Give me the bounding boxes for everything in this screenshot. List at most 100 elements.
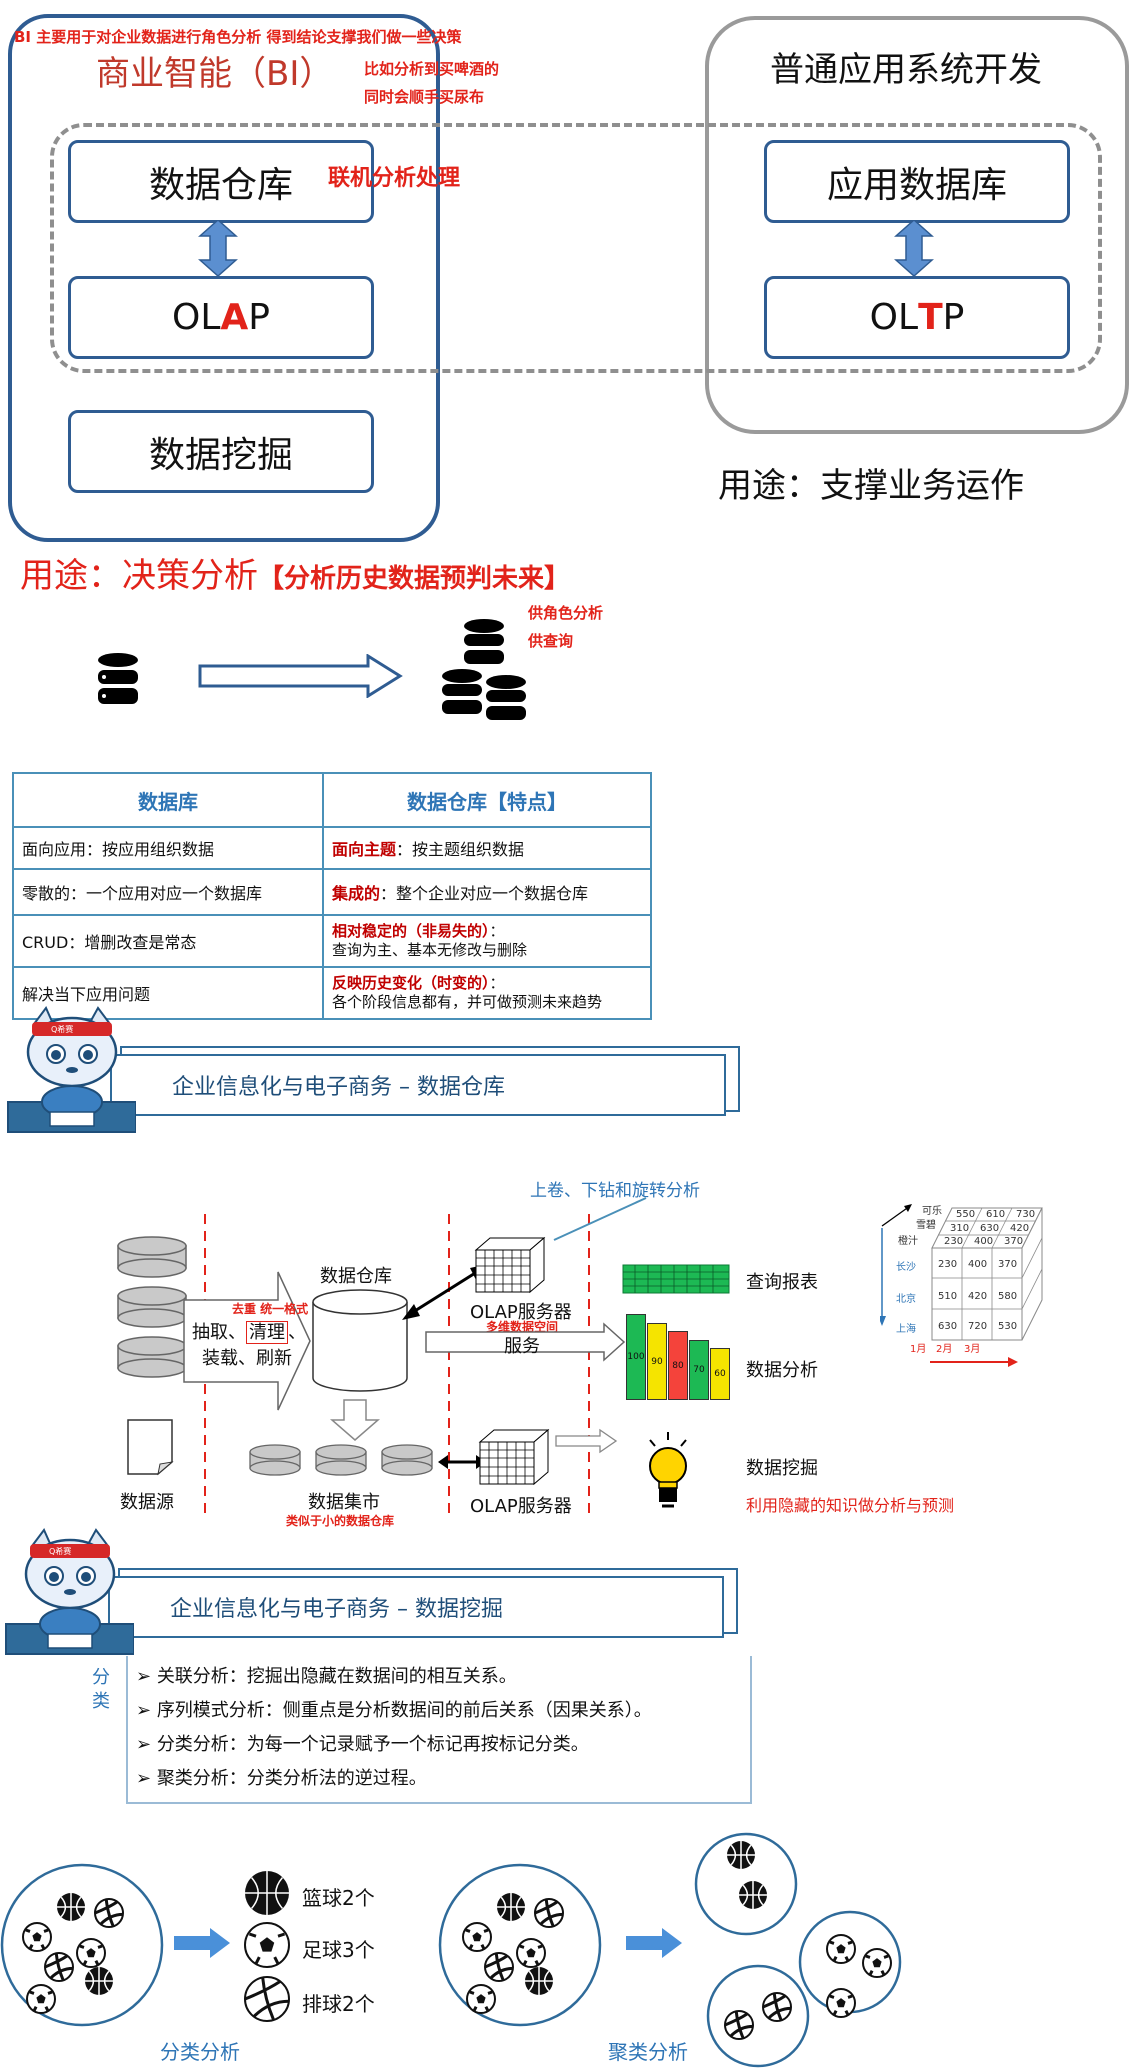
olap-text-a: A [220, 297, 249, 338]
bi-usage-text: 用途：决策分析 [20, 556, 258, 596]
olap-text-post: P [248, 297, 270, 338]
cube-cell-value: 230 [944, 1236, 964, 1247]
olap-cube-icon [474, 1236, 546, 1294]
cube-cell-value: 630 [938, 1321, 958, 1332]
data-analysis-label: 数据分析 [746, 1360, 818, 1381]
cube-month-label: 1月 [910, 1344, 927, 1355]
feature-detail: 查询为主、基本无修改与删除 [332, 941, 528, 959]
olap-server-1-label: OLAP服务器 [470, 1302, 572, 1323]
comparison-table: 数据库 数据仓库【特点】 面向应用：按应用组织数据 面向主题：按主题组织数据 零… [12, 772, 652, 1020]
db-note-1: 供角色分析 [528, 604, 604, 622]
feature-desc: ： [489, 974, 505, 992]
banner-title: 企业信息化与电子商务 – 数据挖掘 [170, 1597, 503, 1622]
feature-key: 集成的 [332, 884, 381, 903]
feature-desc: ： [489, 922, 505, 940]
olap-space-note: 多维数据空间 [486, 1320, 559, 1334]
document-icon [127, 1419, 174, 1476]
table-cell-right: 相对稳定的（非易失的）：查询为主、基本无修改与删除 [322, 914, 652, 968]
transform-arrow-icon [198, 654, 403, 698]
etl-step-1: 抽取、清理、 [192, 1318, 306, 1344]
cat-tag: Q希赛 [51, 1025, 74, 1034]
cluster-circle [694, 1832, 798, 1936]
cube-cell-value: 550 [956, 1209, 976, 1220]
cluster-circle [798, 1910, 902, 2014]
chart-bar: 60 [710, 1348, 730, 1400]
cube-cell-value: 400 [968, 1259, 988, 1270]
cube-product-label: 雪碧 [916, 1220, 936, 1231]
olap-cube-icon [478, 1428, 550, 1486]
dashed-frame [50, 123, 1102, 373]
cube-cell-value: 720 [968, 1321, 988, 1332]
list-item: ➢ 聚类分析：分类分析法的逆过程。 [136, 1768, 427, 1789]
data-warehouse-box: 数据仓库 [68, 140, 374, 223]
table-cell-left: 面向应用：按应用组织数据 [12, 826, 324, 870]
mining-list-box: ➢ 关联分析：挖掘出隐藏在数据间的相互关系。 ➢ 序列模式分析：侧重点是分析数据… [126, 1656, 752, 1804]
mining-note: 利用隐藏的知识做分析与预测 [746, 1496, 955, 1515]
cat-mascot-icon [7, 1006, 136, 1133]
down-arrow [330, 1399, 380, 1441]
data-cube-diagram [880, 1204, 1043, 1341]
bi-usage: 用途：决策分析【分析历史数据预判未来】 [20, 548, 570, 597]
cube-cell-value: 510 [938, 1291, 958, 1302]
bi-outer-frame [8, 14, 440, 542]
chart-bar: 90 [647, 1323, 667, 1400]
cube-cell-value: 370 [1004, 1236, 1024, 1247]
right-arrow-icon [626, 1928, 682, 1958]
cat-tag: Q希赛 [49, 1547, 72, 1556]
table-cell-left: CRUD：增删改查是常态 [12, 914, 324, 968]
database-cluster-icon [442, 619, 526, 720]
month-arrow [930, 1357, 1018, 1367]
cube-cell-value: 630 [980, 1223, 1000, 1234]
cluster-circle [706, 1964, 810, 2068]
banner-data-warehouse: 企业信息化与电子商务 – 数据仓库 [110, 1054, 726, 1116]
table-cell-left: 零散的：一个应用对应一个数据库 [12, 868, 324, 916]
cube-cell-value: 530 [998, 1321, 1018, 1332]
datasource-label: 数据源 [120, 1492, 174, 1513]
cube-product-label: 橙汁 [898, 1236, 918, 1247]
list-item: ➢ 序列模式分析：侧重点是分析数据间的前后关系（因果关系）。 [136, 1700, 652, 1721]
data-marts-icon [249, 1444, 433, 1476]
app-title: 普通应用系统开发 [770, 50, 1042, 90]
beer-note-2: 同时会顺手买尿布 [364, 88, 485, 106]
ball-group-circle [0, 1863, 164, 2027]
feature-key: 相对稳定的（非易失的） [332, 922, 490, 940]
chart-bar: 80 [668, 1331, 688, 1400]
etl-clean: 清理 [246, 1321, 288, 1344]
volleyball-count: 排球2个 [302, 1992, 375, 2016]
volleyball-icon [244, 1976, 290, 2022]
etl-extract: 抽取、 [192, 1322, 246, 1343]
service-label: 服务 [504, 1336, 540, 1357]
dw-olap-arrow [402, 1264, 488, 1320]
list-item: ➢ 关联分析：挖掘出隐藏在数据间的相互关系。 [136, 1666, 517, 1687]
feature-detail: 各个阶段信息都有，并可做预测未来趋势 [332, 993, 603, 1011]
etl-arrow [183, 1271, 311, 1411]
oltp-text-t: T [918, 297, 943, 338]
banner-data-mining: 企业信息化与电子商务 – 数据挖掘 [108, 1576, 724, 1638]
cube-cell-value: 230 [938, 1259, 958, 1270]
cube-month-label: 2月 [936, 1344, 953, 1355]
list-item-text: 分类分析：为每一个记录赋予一个标记再按标记分类。 [156, 1734, 589, 1755]
list-item-text: 序列模式分析：侧重点是分析数据间的前后关系（因果关系）。 [156, 1700, 652, 1721]
list-item-text: 关联分析：挖掘出隐藏在数据间的相互关系。 [156, 1666, 517, 1687]
database-icon [98, 653, 138, 704]
db-note-2: 供查询 [528, 632, 574, 650]
datamart-label: 数据集市 [308, 1492, 380, 1513]
table-cell-left: 解决当下应用问题 [12, 966, 324, 1020]
cube-cell-value: 730 [1016, 1209, 1036, 1220]
cube-cell-value: 420 [1010, 1223, 1030, 1234]
double-arrow-right [894, 220, 934, 276]
cube-cell-value: 310 [950, 1223, 970, 1234]
cube-cell-value: 420 [968, 1291, 988, 1302]
beer-note-1: 比如分析到买啤酒的 [364, 60, 500, 78]
cube-cell-value: 370 [998, 1259, 1018, 1270]
app-usage: 用途：支撑业务运作 [718, 466, 1024, 506]
lightbulb-icon [649, 1432, 687, 1508]
olap-text-pre: OL [172, 297, 221, 338]
app-database-box: 应用数据库 [764, 140, 1070, 223]
cube-month-label: 3月 [964, 1344, 981, 1355]
mining-arrow [555, 1428, 618, 1454]
basketball-count: 篮球2个 [302, 1886, 375, 1910]
basketball-icon [245, 1871, 289, 1915]
dw-label: 数据仓库 [320, 1266, 392, 1287]
